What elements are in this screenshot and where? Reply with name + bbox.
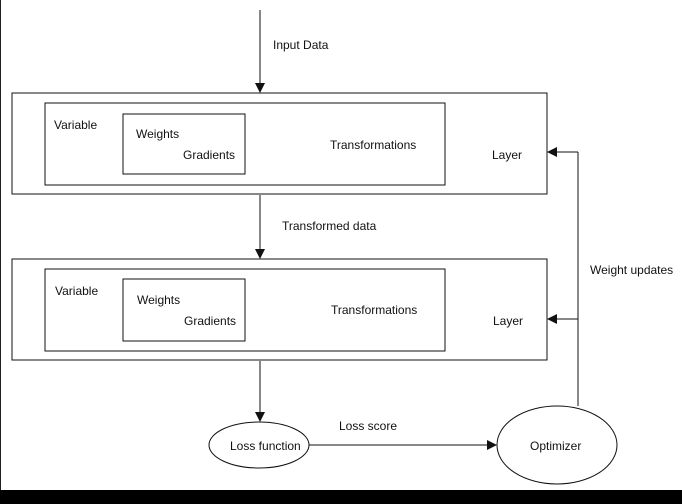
- weight-updates-label: Weight updates: [590, 263, 674, 277]
- layer-1-transformations-label: Transformations: [330, 138, 417, 152]
- layer-1-variable-box: [44, 102, 446, 186]
- layer-1-weights-label: Weights: [136, 127, 180, 141]
- optimizer-ellipse: [496, 405, 618, 485]
- layer-1-box: [11, 92, 548, 195]
- optimizer-label: Optimizer: [530, 439, 582, 453]
- layer-1-weights-box: [122, 113, 246, 175]
- layer-2-variable-label: Variable: [55, 284, 99, 298]
- layer-2-box: [11, 258, 548, 361]
- input-data-label: Input Data: [273, 38, 329, 52]
- layer-1-variable-label: Variable: [54, 118, 98, 132]
- loss-function-label: Loss function: [230, 439, 301, 453]
- layer-2-variable-box: [44, 268, 446, 352]
- transformed-data-label: Transformed data: [282, 219, 377, 233]
- layer-2-weights-box: [122, 278, 246, 342]
- layer-1-layer-label: Layer: [492, 148, 523, 162]
- loss-score-label: Loss score: [339, 419, 398, 433]
- layer-1-gradients-label: Gradients: [183, 148, 236, 162]
- layer-2-layer-label: Layer: [493, 314, 524, 328]
- left-border-line: [0, 0, 1, 490]
- bottom-black-bar: [0, 490, 682, 504]
- layer-2-weights-label: Weights: [137, 293, 181, 307]
- layer-2-transformations-label: Transformations: [331, 303, 418, 317]
- layer-2-gradients-label: Gradients: [184, 314, 237, 328]
